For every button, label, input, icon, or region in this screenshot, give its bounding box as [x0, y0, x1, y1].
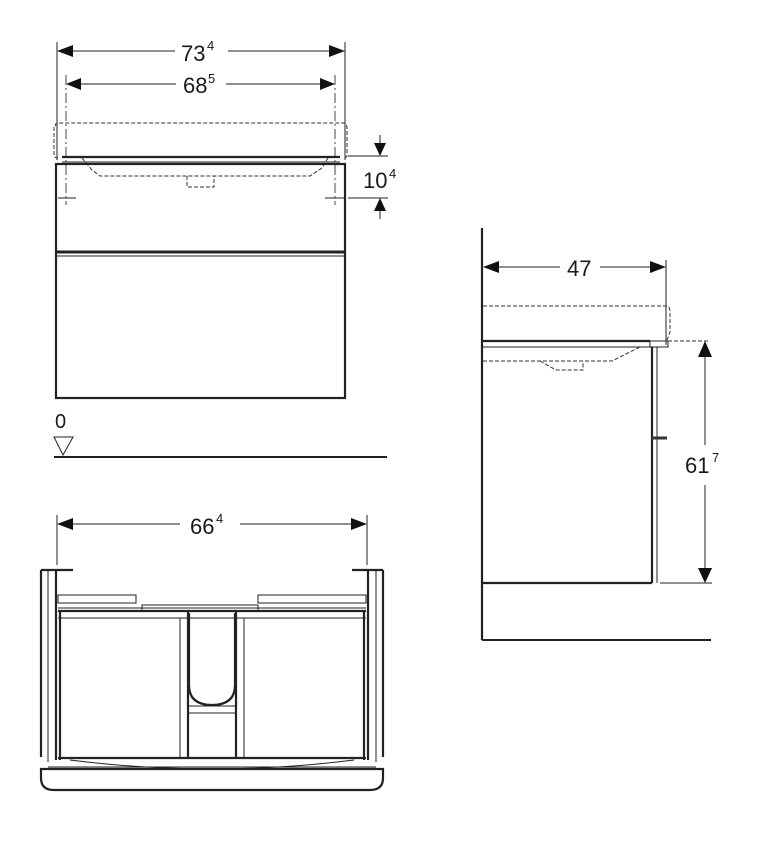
dimension-top-inner-width: 66 4 — [57, 511, 367, 539]
height-value: 61 — [685, 453, 709, 478]
dimension-height: 61 7 — [685, 341, 719, 583]
front-edge — [39, 767, 385, 792]
basin-outline — [54, 122, 348, 159]
depth-value: 47 — [567, 256, 591, 281]
dimension-top-height: 10 4 — [348, 135, 396, 219]
side-basin-outline — [483, 305, 671, 341]
top-view: 66 4 — [39, 511, 385, 792]
overall-width-sup: 4 — [207, 38, 214, 53]
floor-level: 0 — [53, 411, 387, 458]
level-triangle-icon — [53, 436, 74, 457]
top-height-sup: 4 — [389, 166, 396, 181]
top-inner-width-value: 66 — [190, 514, 214, 539]
cabinet-front — [54, 162, 347, 400]
overall-width-value: 73 — [181, 41, 205, 66]
top-height-value: 10 — [363, 168, 387, 193]
side-view: 47 61 7 — [480, 228, 719, 641]
siphon-cutout — [187, 613, 237, 707]
dimension-depth: 47 — [483, 256, 666, 281]
inner-width-value: 68 — [183, 73, 207, 98]
height-sup: 7 — [712, 450, 719, 465]
dimension-overall-width: 73 4 — [57, 38, 345, 66]
front-view: 73 4 68 5 — [53, 38, 396, 458]
drain — [186, 176, 215, 188]
top-inner-width-sup: 4 — [216, 511, 223, 526]
inner-width-sup: 5 — [208, 71, 215, 86]
dimension-inner-width: 68 5 — [66, 71, 335, 98]
basin-bowl — [81, 157, 329, 177]
floor-level-label: 0 — [55, 411, 66, 433]
